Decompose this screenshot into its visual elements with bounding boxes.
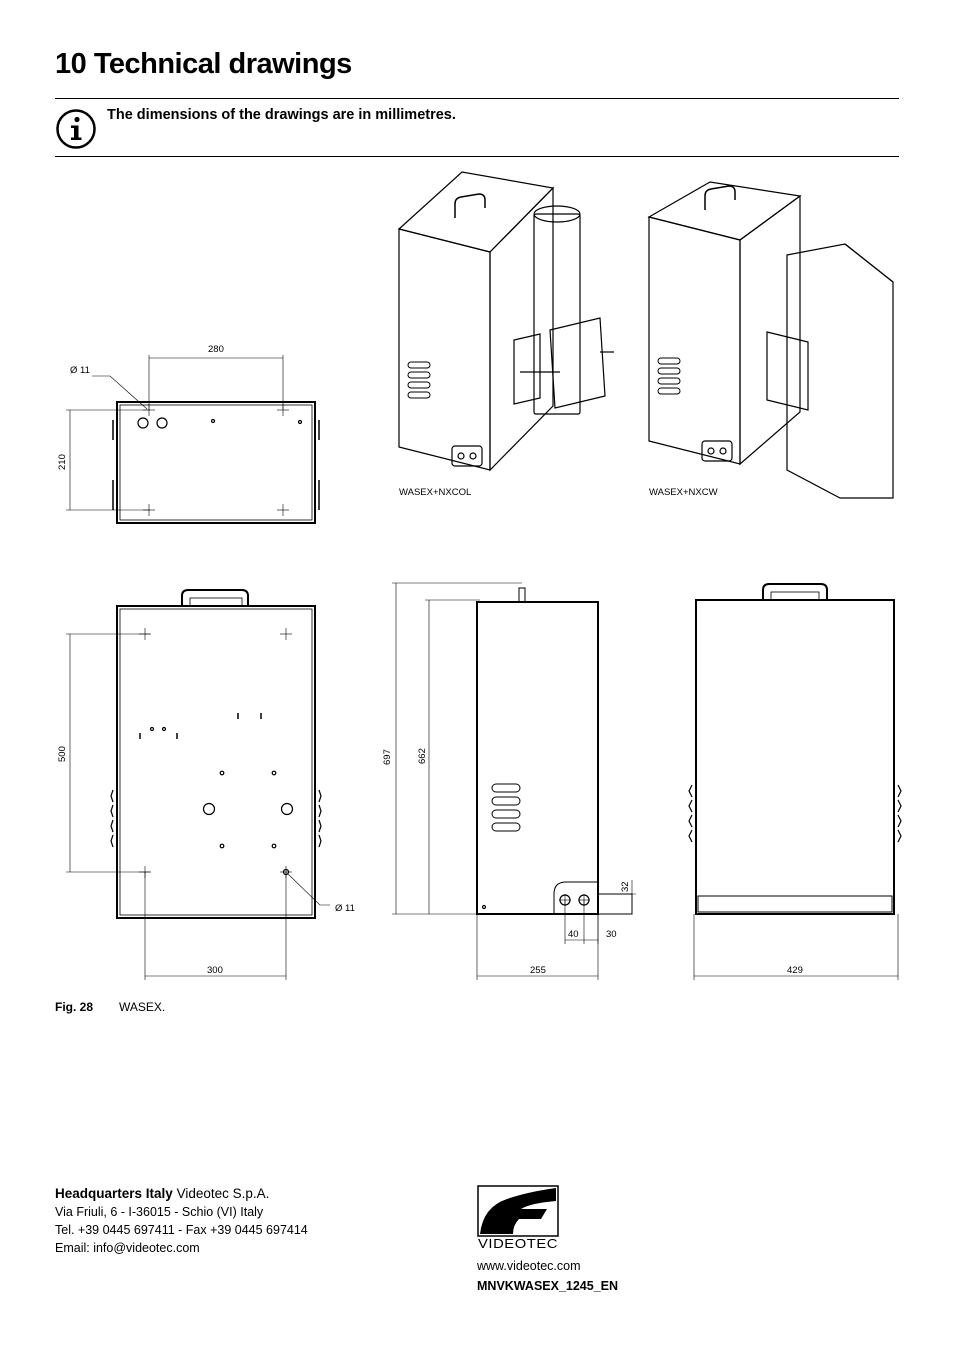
dim-side-width: 255 bbox=[530, 965, 546, 976]
info-icon bbox=[56, 109, 96, 149]
dim-top-hole: Ø 11 bbox=[70, 365, 90, 376]
dim-side-bracket-height: 32 bbox=[620, 881, 631, 892]
front-view-drawing bbox=[688, 583, 902, 915]
dimensions-note: The dimensions of the drawings are in mi… bbox=[107, 107, 456, 123]
iso-view-nxcol-drawing bbox=[397, 171, 614, 472]
logo-wordmark: VIDEOTEC bbox=[478, 1236, 558, 1251]
videotec-logo: VIDEOTEC bbox=[477, 1185, 559, 1251]
dim-back-hole: Ø 11 bbox=[335, 903, 355, 914]
dim-back-width: 300 bbox=[207, 965, 223, 976]
company-phone: Tel. +39 0445 697411 - Fax +39 0445 6974… bbox=[55, 1223, 308, 1237]
dim-front-width: 429 bbox=[787, 965, 803, 976]
back-view-dimension-lines bbox=[66, 628, 330, 980]
website-block: www.videotec.com MNVKWASEX_1245_EN bbox=[477, 1256, 618, 1296]
iso-view-nxcw-drawing bbox=[647, 181, 894, 499]
page-title: 10 Technical drawings bbox=[55, 48, 352, 80]
side-view-drawing bbox=[476, 587, 633, 915]
document-code: MNVKWASEX_1245_EN bbox=[477, 1279, 619, 1293]
figure-caption: WASEX. bbox=[119, 1000, 166, 1014]
technical-drawing-figure: 280 Ø 11 210 500 Ø 11 300 697 662 32 40 … bbox=[57, 171, 902, 980]
headquarters-heading: Headquarters Italy Videotec S.p.A. bbox=[55, 1185, 308, 1203]
view-label-nxcol: WASEX+NXCOL bbox=[399, 487, 471, 498]
back-view-drawing bbox=[110, 589, 322, 919]
company-name: Videotec S.p.A. bbox=[176, 1186, 270, 1201]
header-rule-top bbox=[55, 98, 899, 99]
top-view-drawing bbox=[112, 401, 320, 524]
dim-side-body: 662 bbox=[417, 748, 428, 764]
dim-back-height: 500 bbox=[57, 746, 68, 762]
top-view-dimension-lines bbox=[66, 355, 289, 516]
website-link[interactable]: www.videotec.com bbox=[477, 1259, 581, 1273]
company-email: Email: info@videotec.com bbox=[55, 1241, 200, 1255]
company-address: Via Friuli, 6 - I-36015 - Schio (VI) Ita… bbox=[55, 1205, 264, 1219]
view-label-nxcw: WASEX+NXCW bbox=[649, 487, 718, 498]
dim-side-hole-b: 30 bbox=[606, 929, 617, 940]
header-rule-bottom bbox=[55, 156, 899, 157]
headquarters-block: Headquarters Italy Videotec S.p.A. Via F… bbox=[55, 1185, 308, 1257]
dim-side-hole-a: 40 bbox=[568, 929, 579, 940]
dim-top-width: 280 bbox=[208, 344, 224, 355]
front-view-dimension-lines bbox=[693, 914, 899, 980]
side-view-dimension-lines bbox=[392, 582, 636, 980]
dim-top-height: 210 bbox=[57, 454, 68, 470]
dim-side-total: 697 bbox=[382, 749, 393, 765]
headquarters-label: Headquarters Italy bbox=[55, 1186, 173, 1201]
figure-label: Fig. 28 bbox=[55, 1000, 94, 1014]
